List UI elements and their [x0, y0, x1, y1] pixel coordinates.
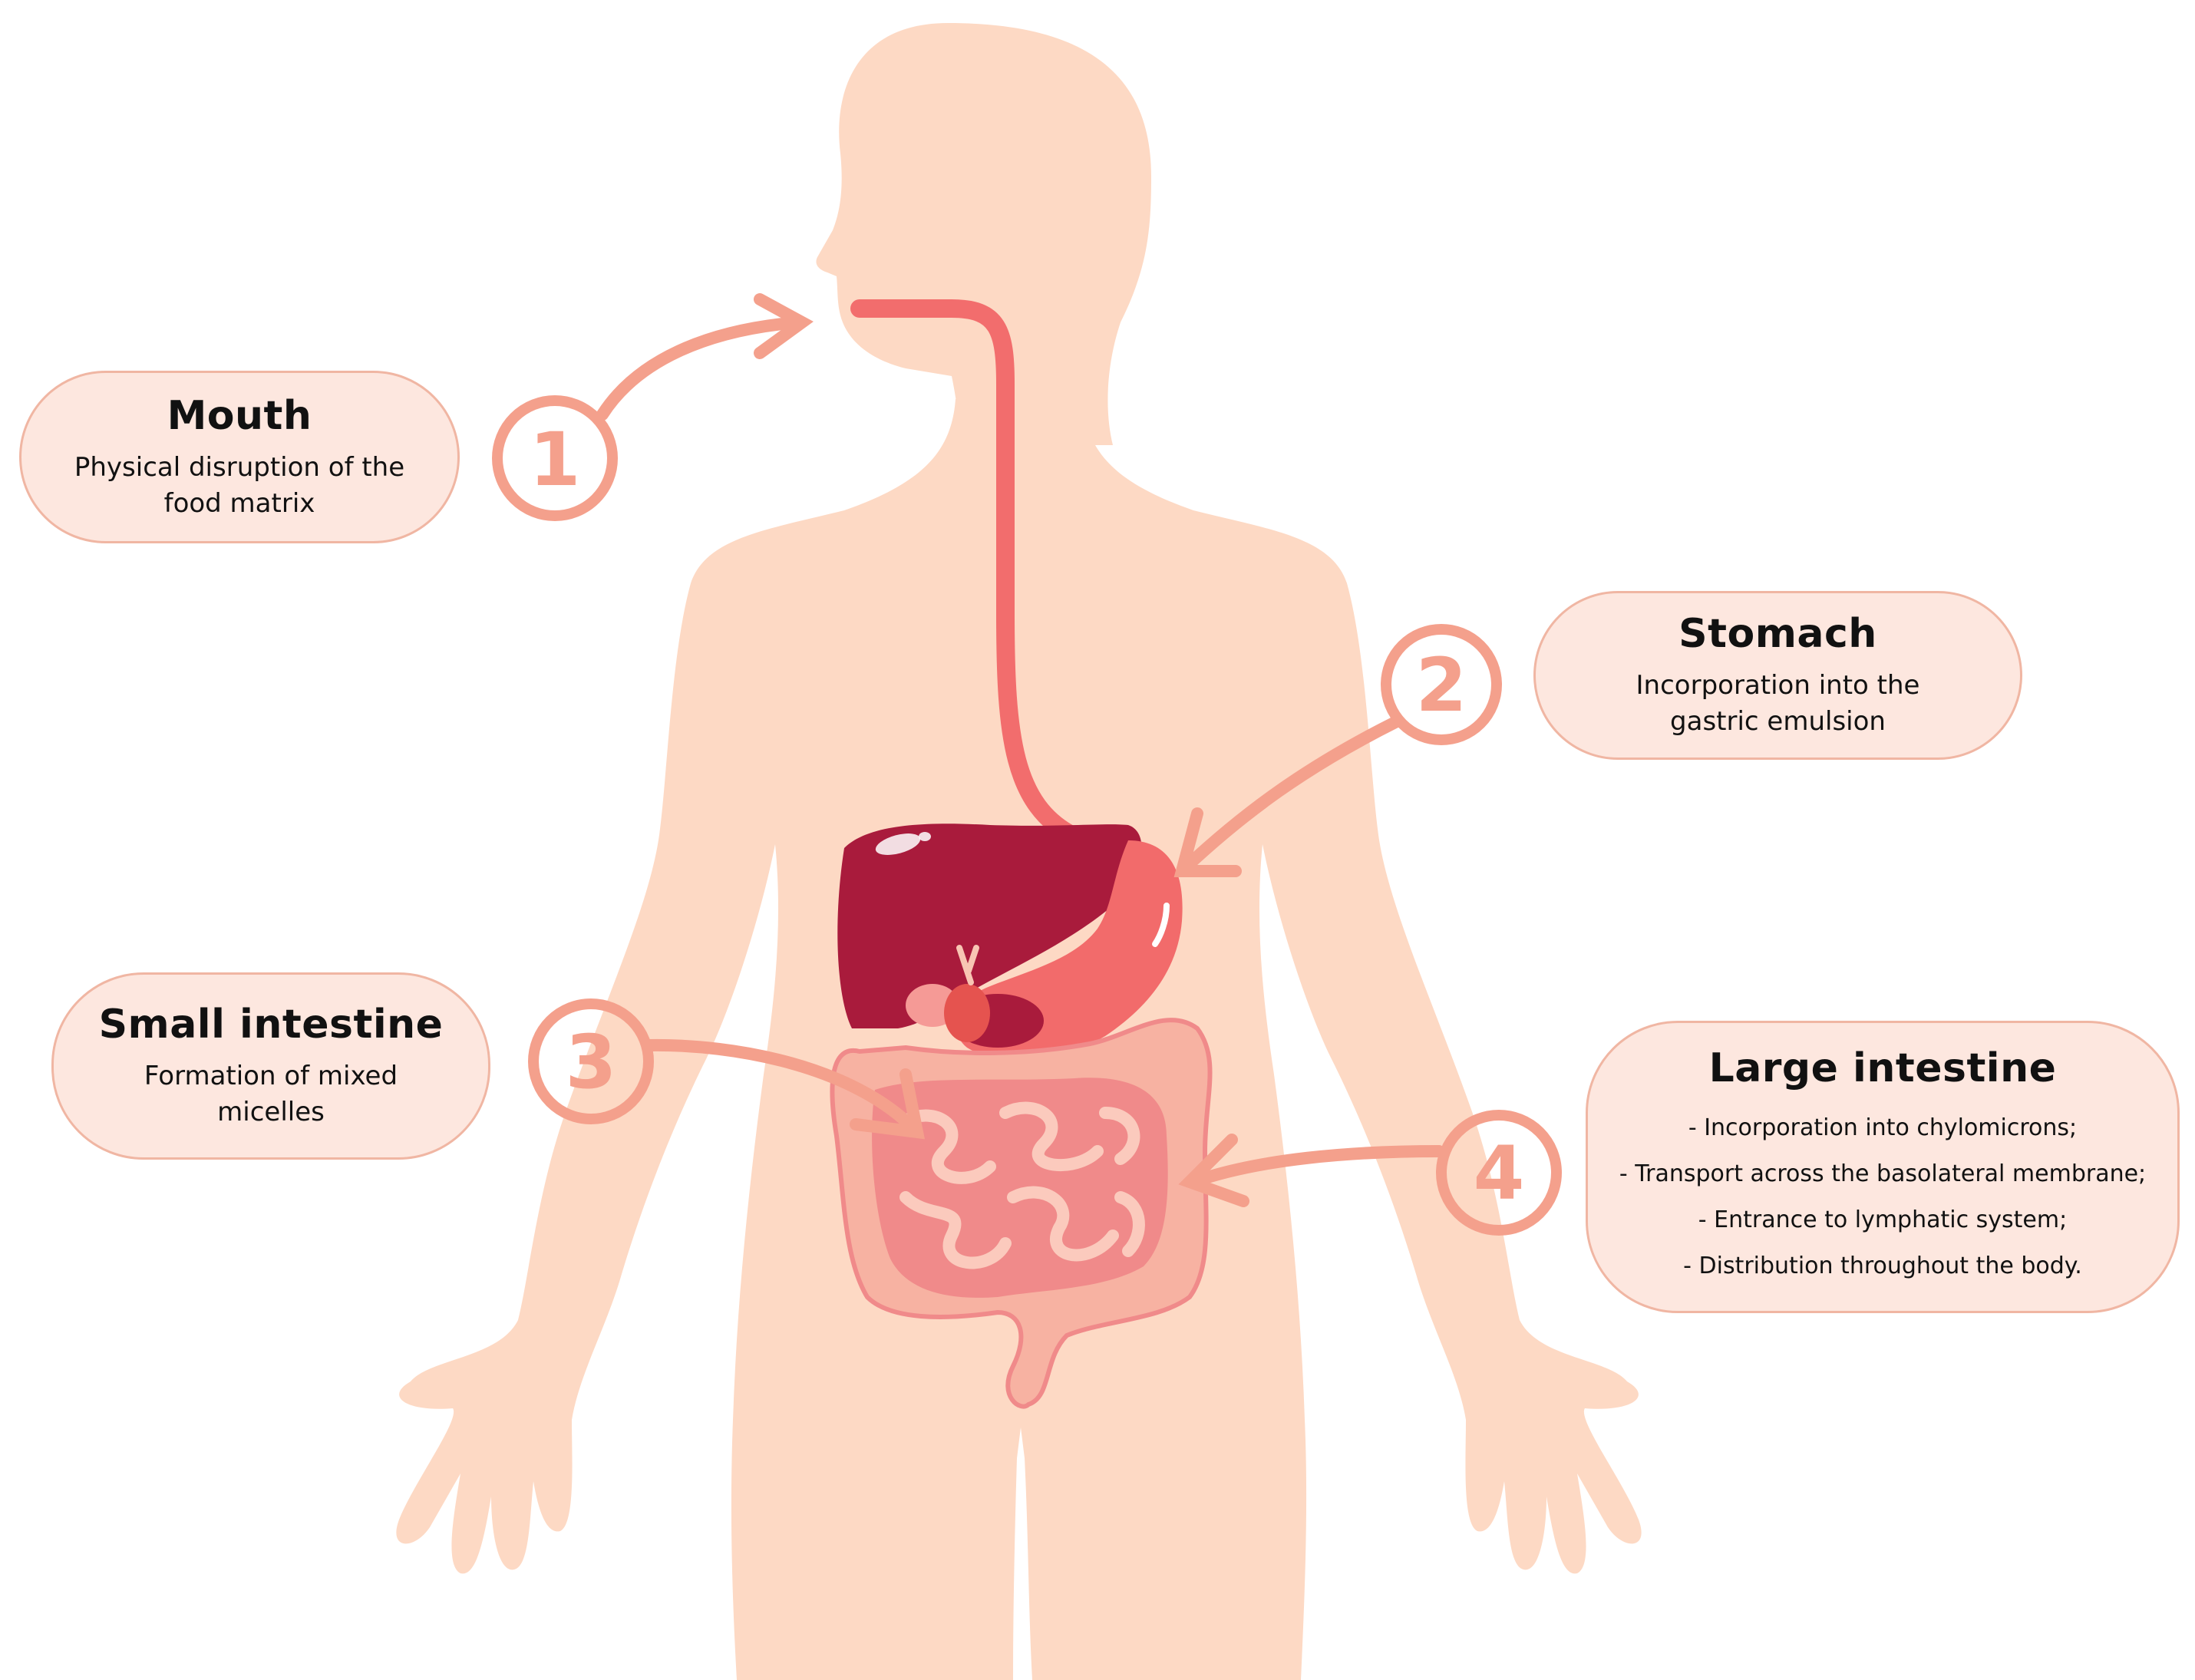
liver-highlight: [875, 833, 921, 855]
liver: [837, 823, 1142, 1028]
step-2-number: 2: [1416, 642, 1467, 728]
label-large-intestine-title: Large intestine: [1708, 1045, 2057, 1091]
label-stomach-description: Incorporation into the gastric emulsion: [1636, 670, 1920, 737]
arrow-4: [1178, 1134, 1445, 1207]
list-item: - Distribution throughout the body.: [1683, 1252, 2082, 1279]
label-large-intestine: Large intestine - Incorporation into chy…: [1586, 1021, 2180, 1313]
label-small-intestine-description: Formation of mixed micelles: [144, 1061, 398, 1127]
stomach-highlight: [1152, 903, 1170, 947]
label-small-intestine-title: Small intestine: [98, 1002, 444, 1048]
step-4-marker: 4: [1436, 1110, 1562, 1236]
step-4-number: 4: [1474, 1130, 1525, 1216]
label-stomach-title: Stomach: [1678, 611, 1877, 657]
arrow-3: [642, 1038, 926, 1140]
label-mouth-title: Mouth: [167, 392, 312, 439]
bile-duct: [956, 945, 979, 985]
arrow-1: [596, 293, 814, 421]
arrow-2: [1173, 715, 1403, 877]
label-small-intestine: Small intestine Formation of mixed micel…: [51, 972, 490, 1160]
step-1-number: 1: [530, 417, 581, 503]
step-1-marker: 1: [492, 395, 618, 521]
label-large-intestine-list: - Incorporation into chylomicrons; - Tra…: [1619, 1105, 2146, 1289]
label-mouth: Mouth Physical disruption of the food ma…: [19, 371, 460, 543]
esophagus: [850, 299, 1084, 846]
list-item: - Incorporation into chylomicrons;: [1688, 1114, 2078, 1141]
step-3-marker: 3: [528, 998, 654, 1124]
step-3-number: 3: [566, 1019, 617, 1105]
label-mouth-description: Physical disruption of the food matrix: [74, 451, 405, 519]
intestine-coils: [899, 1101, 1145, 1269]
list-item: - Transport across the basolateral membr…: [1619, 1160, 2147, 1187]
list-item: - Entrance to lymphatic system;: [1698, 1206, 2068, 1233]
duodenum: [944, 984, 990, 1042]
step-2-marker: 2: [1381, 624, 1502, 745]
label-stomach: Stomach Incorporation into the gastric e…: [1533, 591, 2022, 760]
liver-highlight-small: [919, 832, 931, 841]
